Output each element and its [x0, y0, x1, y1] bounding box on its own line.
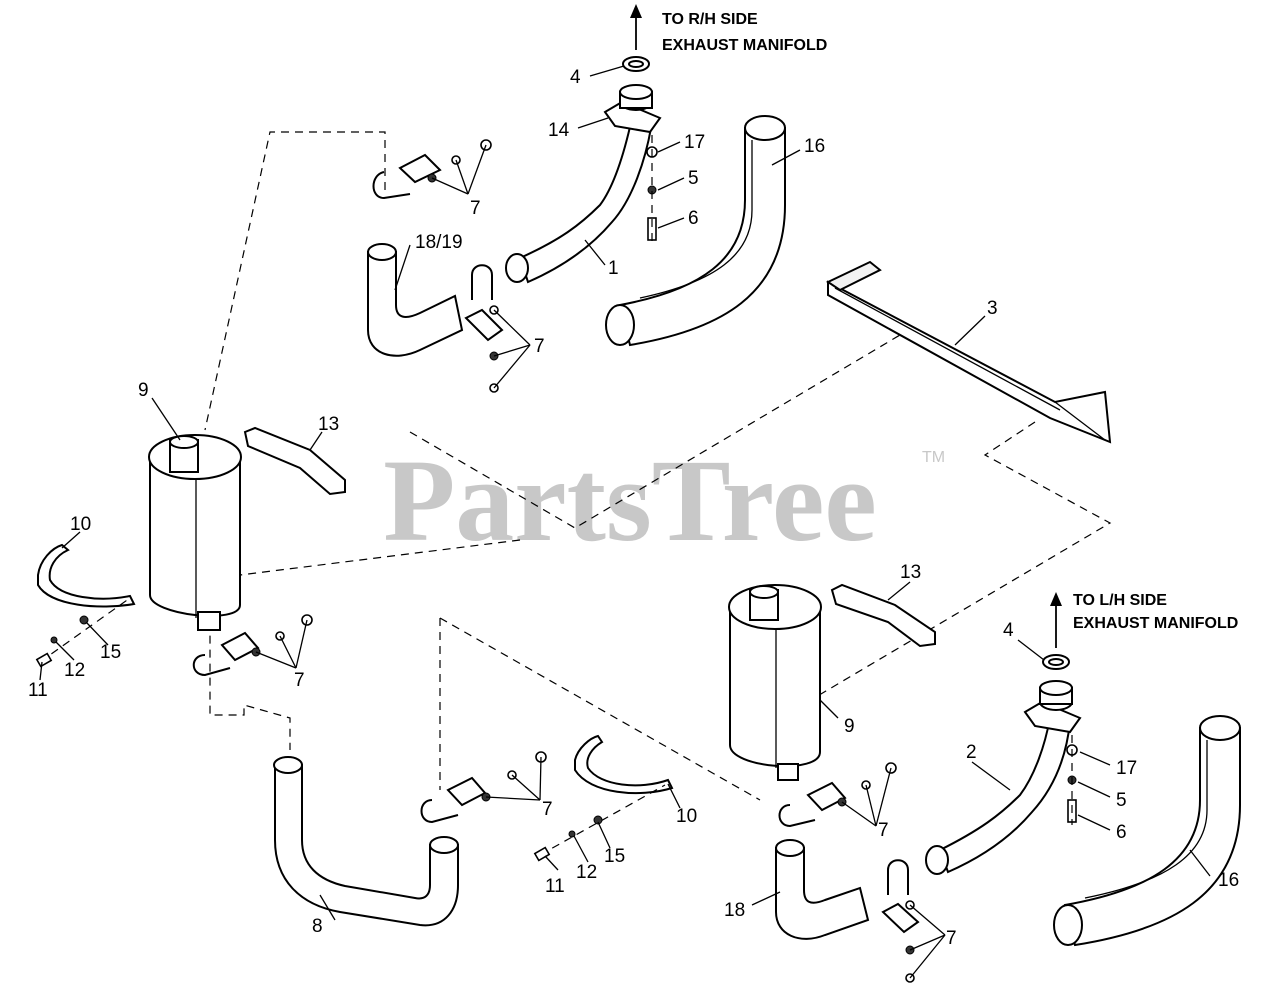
rh-muffler-part-9 [148, 434, 242, 631]
callout-6-rh: 6 [688, 208, 699, 229]
callout-14: 14 [548, 120, 570, 141]
rh-elbow-part-18-19 [367, 243, 464, 357]
rh-strap-part-10 [37, 543, 136, 608]
rh-note-line2: EXHAUST MANIFOLD [662, 37, 827, 54]
callout-7-lh-lower: 7 [946, 928, 957, 949]
clamp-set-rh-upper [372, 139, 492, 200]
clamp-set-lh-lower [881, 859, 920, 983]
callout-16-rh: 16 [804, 136, 825, 157]
callout-12-lh: 12 [576, 862, 597, 883]
rh-hanger-part-13 [243, 426, 346, 496]
callout-6-lh: 6 [1116, 822, 1127, 843]
lh-gasket-part-4 [1042, 654, 1070, 670]
callout-13-lh: 13 [900, 562, 921, 583]
lh-muffler-part-9 [728, 584, 822, 781]
clamp-set-rh-muffler [192, 614, 313, 677]
callout-5-rh: 5 [688, 168, 699, 189]
manifold-notes: TO R/H SIDE EXHAUST MANIFOLD TO L/H SIDE… [662, 11, 1238, 632]
lh-exhaust-pipe-part-2 [925, 716, 1072, 875]
lh-heat-shield-part-16 [1053, 715, 1241, 947]
rh-flange-hardware-17-5-6 [646, 135, 658, 242]
lh-hanger-part-13 [830, 583, 936, 648]
watermark: PartsTree TM [383, 435, 945, 566]
callout-17-rh: 17 [684, 132, 705, 153]
callout-7-rh-muffler: 7 [294, 670, 305, 691]
rh-exhaust-pipe-part-1 [505, 116, 654, 284]
callout-7-rh-lower: 7 [534, 336, 545, 357]
lh-note-line2: EXHAUST MANIFOLD [1073, 615, 1238, 632]
callout-13-rh: 13 [318, 414, 339, 435]
callout-8: 8 [312, 916, 323, 937]
callout-10-lh: 10 [676, 806, 697, 827]
lh-manifold-arrow [1050, 592, 1062, 648]
callout-7-lh-muffler: 7 [878, 820, 889, 841]
callout-4-rh: 4 [570, 67, 581, 88]
callout-15-lh: 15 [604, 846, 625, 867]
rh-gasket-part-4 [622, 56, 650, 72]
callout-labels: 4 14 17 5 6 16 1 18/19 7 7 3 9 13 10 15 … [28, 67, 1239, 949]
rh-manifold-arrow [630, 4, 642, 50]
callout-5-lh: 5 [1116, 790, 1127, 811]
tailpipe-part-8 [273, 756, 459, 927]
lh-flange-part-14 [1023, 680, 1082, 734]
callout-18-19: 18/19 [415, 232, 463, 253]
callout-7-middle: 7 [542, 799, 553, 820]
rh-flange-part-14 [603, 84, 662, 134]
callout-11-lh: 11 [545, 876, 565, 897]
callout-11-rh: 11 [28, 680, 48, 701]
callout-3: 3 [987, 298, 998, 319]
lh-elbow-part-18 [775, 839, 870, 940]
callout-4-lh: 4 [1003, 620, 1014, 641]
rh-strap-hardware-11-12-15 [35, 597, 131, 668]
rh-note-line1: TO R/H SIDE [662, 11, 758, 28]
rh-heat-shield-part-16 [605, 115, 786, 347]
callout-17-lh: 17 [1116, 758, 1137, 779]
callout-1: 1 [608, 258, 619, 279]
lh-strap-part-10 [574, 734, 674, 795]
callout-10-rh: 10 [70, 514, 91, 535]
clamp-set-rh-lower [464, 264, 504, 393]
callout-15-rh: 15 [100, 642, 121, 663]
watermark-tm: TM [922, 449, 945, 466]
callout-12-rh: 12 [64, 660, 85, 681]
callout-7-rh-upper: 7 [470, 198, 481, 219]
lh-flange-hardware-17-5-6 [1066, 735, 1078, 825]
watermark-text: PartsTree [383, 435, 877, 566]
lh-note-line1: TO L/H SIDE [1073, 592, 1167, 609]
crossmember-part-3 [825, 260, 1112, 444]
callout-16-lh: 16 [1218, 870, 1239, 891]
callout-9-rh: 9 [138, 380, 149, 401]
callout-leaders [39, 65, 1211, 979]
callout-9-lh: 9 [844, 716, 855, 737]
callout-18: 18 [724, 900, 745, 921]
callout-2: 2 [966, 742, 977, 763]
lh-strap-hardware-11-12-15 [533, 784, 666, 862]
